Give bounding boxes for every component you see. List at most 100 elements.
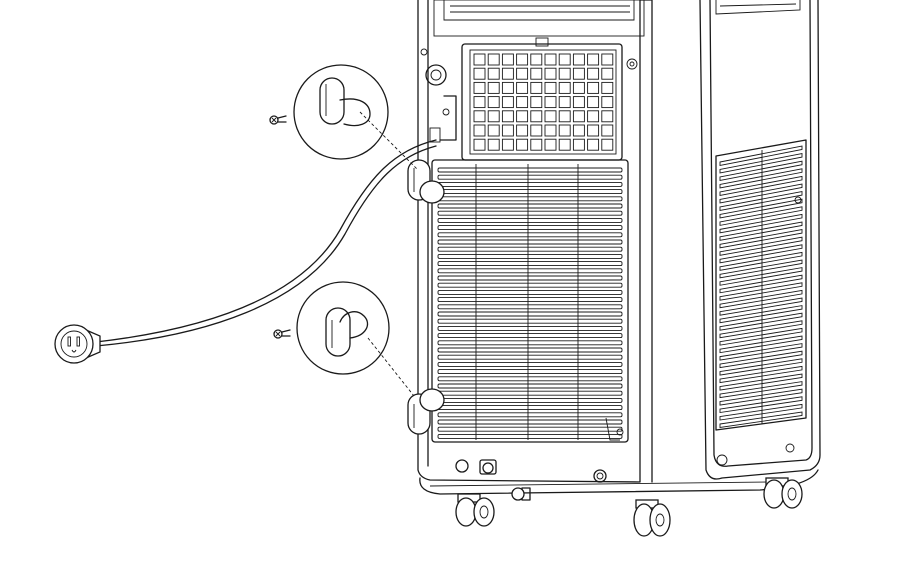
caster-wheel-left xyxy=(455,493,495,527)
filter-cell xyxy=(544,124,557,137)
rear-slat xyxy=(437,325,623,331)
side-slat xyxy=(719,145,803,167)
side-slat xyxy=(719,251,803,271)
rear-slat xyxy=(437,232,623,238)
filter-cell xyxy=(487,110,500,123)
filter-cell xyxy=(501,96,514,109)
filter-cell xyxy=(587,67,600,80)
filter-cell xyxy=(487,67,500,80)
side-slat xyxy=(719,305,803,324)
rear-slat xyxy=(437,174,623,180)
side-slat xyxy=(719,350,803,369)
rear-slat xyxy=(437,361,623,367)
rear-slat xyxy=(437,347,623,353)
rear-slat xyxy=(437,397,623,403)
filter-cell xyxy=(487,96,500,109)
side-slat xyxy=(719,396,803,414)
rear-slat xyxy=(437,383,623,389)
rear-slat xyxy=(437,354,623,360)
rear-slat xyxy=(437,210,623,216)
side-slat xyxy=(719,381,803,399)
rear-slat xyxy=(437,203,623,209)
filter-cell xyxy=(558,110,571,123)
filter-cell xyxy=(516,124,529,137)
caster-wheel-center xyxy=(633,499,671,537)
filter-cell xyxy=(587,96,600,109)
filter-cell xyxy=(501,138,514,151)
filter-cell xyxy=(544,138,557,151)
filter-cell xyxy=(558,67,571,80)
rear-slat xyxy=(437,412,623,418)
filter-cell xyxy=(530,96,543,109)
side-slat xyxy=(719,191,803,211)
filter-cell xyxy=(587,110,600,123)
filter-cell xyxy=(516,138,529,151)
side-slat xyxy=(719,327,803,346)
filter-cell xyxy=(516,67,529,80)
drain-plug xyxy=(455,459,607,501)
filter-cell xyxy=(572,124,585,137)
filter-cell xyxy=(601,124,614,137)
side-slat xyxy=(719,168,803,189)
side-slat xyxy=(719,198,803,219)
filter-cell xyxy=(544,53,557,66)
filter-cell xyxy=(572,53,585,66)
filter-cell xyxy=(530,110,543,123)
filter-cell xyxy=(501,110,514,123)
side-slat xyxy=(719,153,803,174)
side-slat xyxy=(719,411,803,429)
lower-hook-detail-callout xyxy=(296,281,415,397)
rear-slat xyxy=(437,426,623,432)
rear-slat xyxy=(437,268,623,274)
rear-slat xyxy=(437,196,623,202)
filter-cell xyxy=(572,67,585,80)
filter-cell xyxy=(473,81,486,94)
rear-slat xyxy=(437,405,623,411)
filter-cell xyxy=(587,81,600,94)
filter-cell xyxy=(501,53,514,66)
cord-outlet xyxy=(420,48,457,143)
side-slat xyxy=(719,312,803,331)
side-slat xyxy=(719,343,803,361)
filter-cell xyxy=(601,96,614,109)
rear-slat xyxy=(437,369,623,375)
rear-slat xyxy=(437,289,623,295)
side-slat xyxy=(719,358,803,376)
filter-cell xyxy=(473,67,486,80)
side-slat xyxy=(719,244,803,264)
filter-cell xyxy=(544,96,557,109)
side-slat xyxy=(719,206,803,226)
side-slat xyxy=(719,259,803,279)
rear-slat xyxy=(437,340,623,346)
rear-slat xyxy=(437,297,623,303)
filter-cell xyxy=(473,110,486,123)
filter-cell xyxy=(572,110,585,123)
side-slat xyxy=(719,274,803,294)
filter-cell xyxy=(587,53,600,66)
power-plug xyxy=(54,324,101,364)
side-slat xyxy=(719,229,803,249)
side-slat xyxy=(719,175,803,196)
filter-cell xyxy=(587,138,600,151)
side-slat xyxy=(719,320,803,339)
rear-slat xyxy=(437,275,623,281)
filter-cell xyxy=(501,81,514,94)
filter-cell xyxy=(601,53,614,66)
filter-cell xyxy=(487,53,500,66)
filter-cell xyxy=(487,81,500,94)
rear-slat xyxy=(437,239,623,245)
filter-cell xyxy=(501,124,514,137)
filter-cell xyxy=(544,81,557,94)
filter-cell xyxy=(530,138,543,151)
rear-slat xyxy=(437,333,623,339)
rear-slat xyxy=(437,189,623,195)
filter-cell xyxy=(501,67,514,80)
caster-wheels xyxy=(455,477,803,537)
rear-filter-grille xyxy=(461,37,638,161)
side-slat xyxy=(719,289,803,309)
filter-cell xyxy=(572,81,585,94)
rear-slat xyxy=(437,246,623,252)
filter-cell xyxy=(572,96,585,109)
